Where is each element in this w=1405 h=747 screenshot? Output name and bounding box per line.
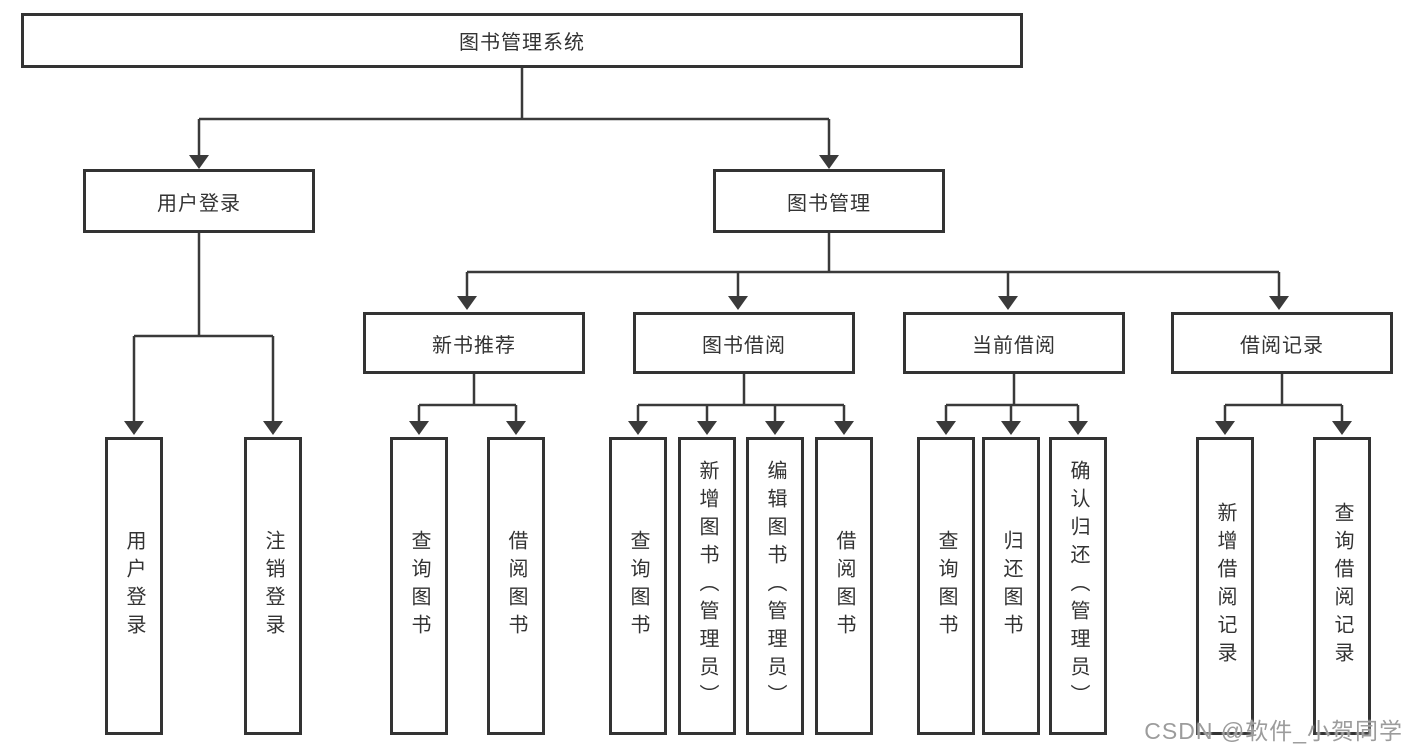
leaf-add-borrow-record: 新增借阅记录: [1196, 437, 1254, 735]
leaf-label: 借阅图书: [833, 530, 855, 642]
node-root-system: 图书管理系统: [21, 13, 1023, 68]
node-new-book-recommend: 新书推荐: [363, 312, 585, 374]
leaf-user-login: 用户登录: [105, 437, 163, 735]
leaf-label: 确认归还（管理员）: [1067, 460, 1089, 712]
leaf-label: 查询图书: [408, 530, 430, 642]
leaf-label: 归还图书: [1000, 530, 1022, 642]
leaf-label: 用户登录: [123, 530, 145, 642]
leaf-query-books-recommend: 查询图书: [390, 437, 448, 735]
leaf-edit-books-admin: 编辑图书（管理员）: [746, 437, 804, 735]
node-borrow-records: 借阅记录: [1171, 312, 1393, 374]
leaf-label: 编辑图书（管理员）: [764, 460, 786, 712]
leaf-borrow-books-recommend: 借阅图书: [487, 437, 545, 735]
leaf-query-borrow-record: 查询借阅记录: [1313, 437, 1371, 735]
leaf-label: 注销登录: [262, 530, 284, 642]
node-user-login: 用户登录: [83, 169, 315, 233]
leaf-label: 查询借阅记录: [1331, 502, 1353, 670]
csdn-watermark: CSDN @软件_小贺同学: [1144, 718, 1403, 744]
leaf-add-books-admin: 新增图书（管理员）: [678, 437, 736, 735]
leaf-return-books: 归还图书: [982, 437, 1040, 735]
node-current-borrow: 当前借阅: [903, 312, 1125, 374]
leaf-logout: 注销登录: [244, 437, 302, 735]
leaf-label: 新增图书（管理员）: [696, 460, 718, 712]
leaf-borrow-books: 借阅图书: [815, 437, 873, 735]
leaf-label: 查询图书: [935, 530, 957, 642]
leaf-query-books-current: 查询图书: [917, 437, 975, 735]
leaf-label: 查询图书: [627, 530, 649, 642]
node-book-borrow: 图书借阅: [633, 312, 855, 374]
leaf-label: 新增借阅记录: [1214, 502, 1236, 670]
node-book-management: 图书管理: [713, 169, 945, 233]
leaf-query-books-borrow: 查询图书: [609, 437, 667, 735]
leaf-label: 借阅图书: [505, 530, 527, 642]
leaf-confirm-return-admin: 确认归还（管理员）: [1049, 437, 1107, 735]
